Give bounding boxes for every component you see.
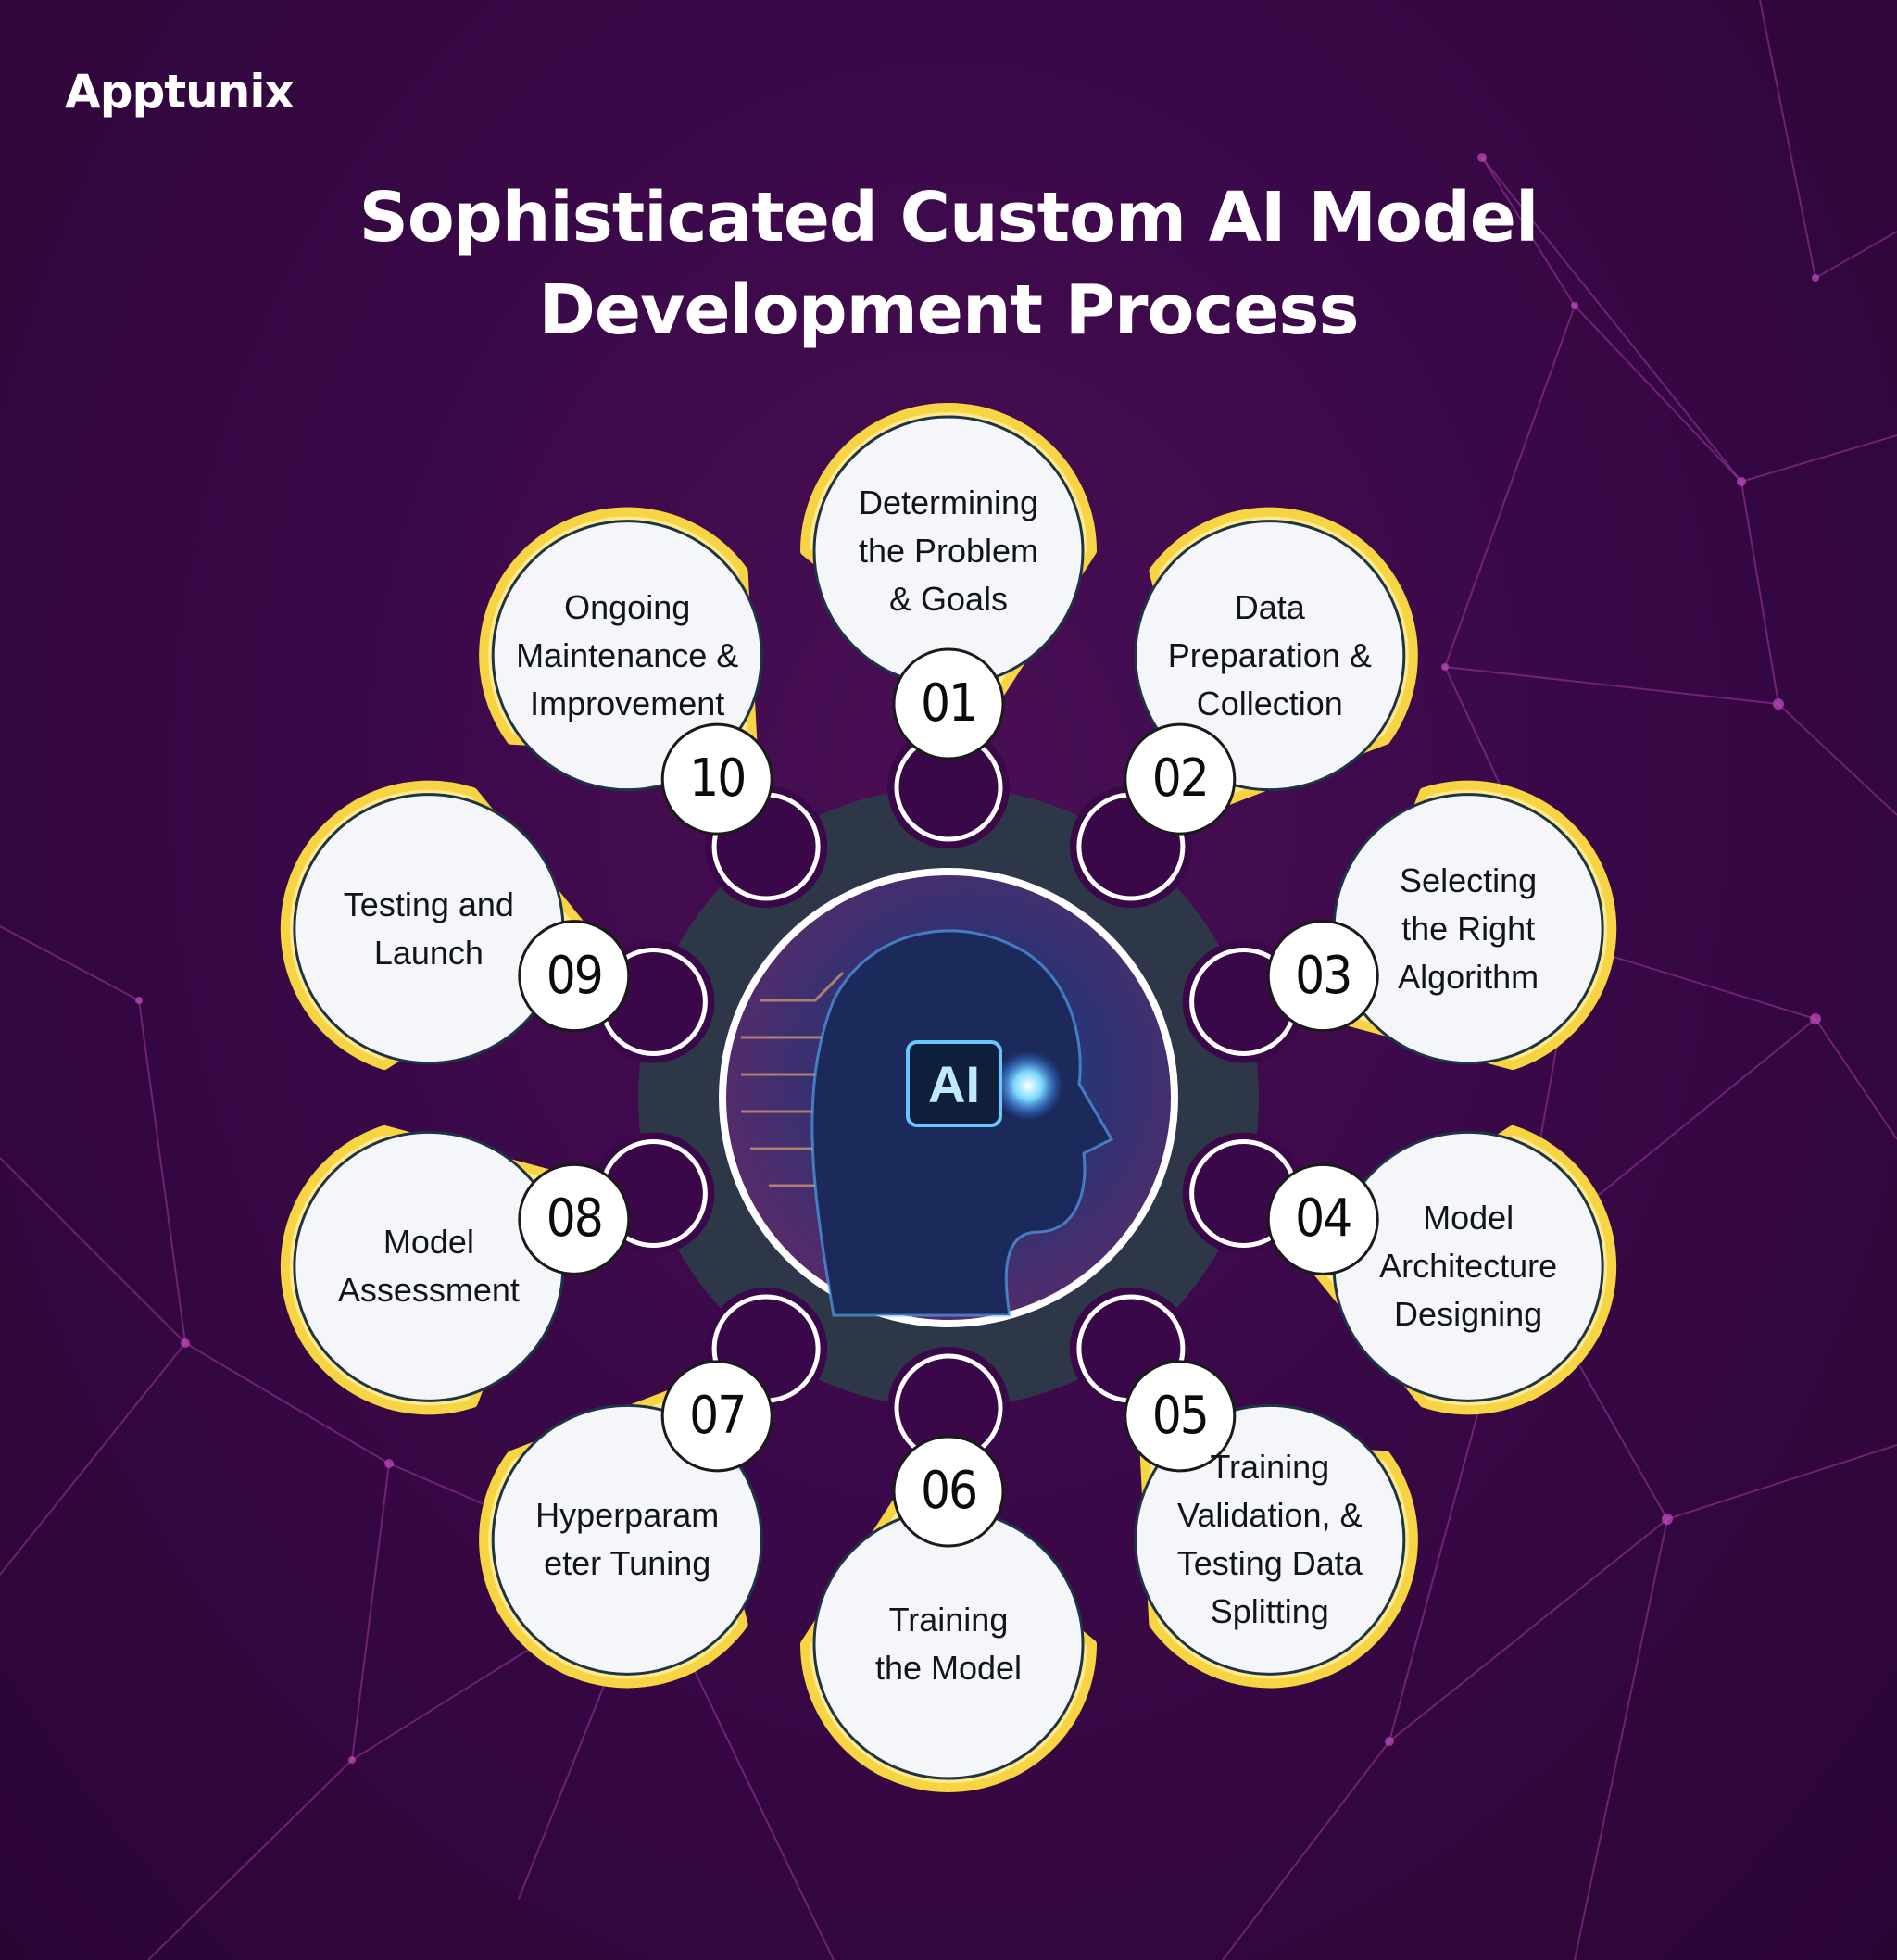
stage-number-06: 06 — [920, 1461, 978, 1521]
stage-number-badge-06 — [892, 1435, 1005, 1548]
ai-label: AI — [928, 1055, 980, 1113]
stage-circle-07 — [491, 1403, 763, 1676]
stage-number-01: 01 — [920, 673, 978, 734]
stage-label-line: Architecture — [1379, 1247, 1558, 1286]
page-title: Sophisticated Custom AI Model Developmen… — [0, 171, 1897, 357]
stage-label-line: the Problem — [858, 532, 1039, 570]
stage-label-06: Training the Model — [828, 1596, 1069, 1692]
title-line-2: Development Process — [538, 270, 1359, 350]
stage-label-line: Testing and — [343, 885, 514, 923]
stage-label-line: the Right — [1401, 909, 1536, 948]
stage-label-line: Testing Data — [1176, 1544, 1363, 1583]
stage-number-09: 09 — [546, 945, 604, 1006]
stage-label-line: Splitting — [1210, 1592, 1329, 1631]
stage-number-08: 08 — [546, 1188, 604, 1250]
stage-number-02: 02 — [1151, 748, 1210, 810]
stage-label-line: Algorithm — [1398, 957, 1539, 996]
stage-number-badge-05 — [1124, 1360, 1237, 1473]
gear-notch-01 — [887, 726, 1010, 848]
stage-number-badge-08 — [518, 1162, 631, 1275]
ai-glow — [993, 1050, 1063, 1121]
stage-label-line: Training — [1210, 1448, 1330, 1487]
stage-label-line: Launch — [373, 933, 484, 972]
stage-label-line: Selecting — [1400, 861, 1538, 899]
stage-label-line: Hyperparam — [535, 1496, 720, 1535]
stage-number-badge-02 — [1124, 722, 1237, 836]
stage-label-line: Designing — [1394, 1295, 1543, 1334]
stage-label-line: Determining — [858, 484, 1039, 521]
stage-label-line: Model — [1423, 1199, 1514, 1238]
stage-label-line: Preparation & — [1167, 635, 1372, 674]
stage-label-line: eter Tuning — [544, 1544, 711, 1583]
stage-label-line: Collection — [1196, 684, 1343, 722]
stage-number-05: 05 — [1151, 1385, 1210, 1446]
stage-label-line: Validation, & — [1177, 1496, 1363, 1535]
stage-number-03: 03 — [1295, 945, 1352, 1006]
stage-number-10: 10 — [689, 748, 747, 810]
stage-label-line: Ongoing — [564, 587, 691, 626]
stage-label-line: Assessment — [337, 1271, 520, 1310]
stage-number-04: 04 — [1295, 1188, 1352, 1250]
stage-number-badge-10 — [660, 722, 773, 836]
stage-label-line: Maintenance & — [516, 635, 739, 674]
stage-circle-02 — [1134, 520, 1406, 792]
stage-number-badge-07 — [660, 1360, 773, 1473]
ai-chip — [906, 1040, 1002, 1127]
stage-number-07: 07 — [689, 1385, 747, 1446]
stage-circle-10 — [491, 520, 763, 792]
stage-number-badge-09 — [518, 920, 631, 1033]
stage-number-badge-03 — [1266, 920, 1379, 1033]
stage-number-badge-01 — [892, 647, 1005, 760]
stage-label-line: Improvement — [530, 684, 725, 722]
stage-label-01: Determining the Problem & Goals — [828, 479, 1069, 623]
stage-label-line: Model — [383, 1223, 474, 1262]
stage-label-line: Data — [1234, 587, 1305, 626]
gear-notch-06 — [887, 1347, 1010, 1469]
stage-label-07: Hyperparam eter Tuning — [507, 1491, 747, 1588]
apptunix-logo: Apptunix — [65, 65, 295, 119]
title-line-1: Sophisticated Custom AI Model — [358, 178, 1539, 258]
stage-circle-05 — [1134, 1403, 1406, 1676]
stage-label-line: & Goals — [888, 580, 1009, 618]
stage-label-line: the Model — [874, 1649, 1023, 1687]
stage-label-line: Training — [888, 1601, 1009, 1639]
stage-number-badge-04 — [1266, 1162, 1379, 1275]
